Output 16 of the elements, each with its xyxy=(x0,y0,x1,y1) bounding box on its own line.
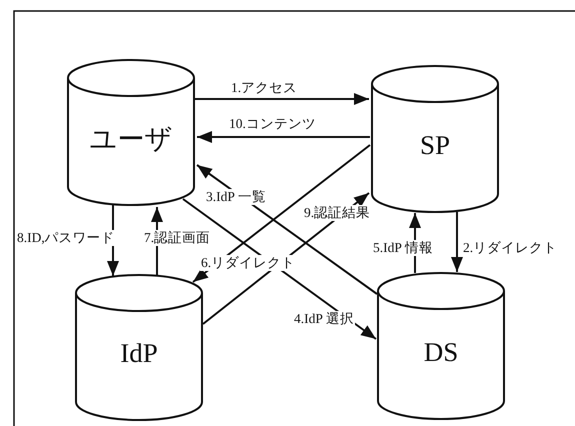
edge-label: 9.認証結果 xyxy=(303,205,372,221)
arrow xyxy=(196,164,378,295)
arrow xyxy=(192,144,371,283)
edge-label: 4.IdP 選択 xyxy=(293,311,355,327)
arrow xyxy=(197,131,370,143)
edge-label: 8.ID,パスワード xyxy=(16,230,116,246)
database-cylinder: SP xyxy=(371,66,499,212)
edge-label: 3.IdP 一覧 xyxy=(205,189,267,205)
arrow xyxy=(194,93,369,105)
arrow xyxy=(451,212,463,272)
edge-label: 7.認証画面 xyxy=(143,230,212,246)
database-cylinder: ユーザ xyxy=(67,60,195,205)
edge-label: 5.IdP 情報 xyxy=(372,240,434,256)
database-cylinder: DS xyxy=(377,273,505,419)
edge-label: 10.コンテンツ xyxy=(228,116,317,132)
database-cylinder: IdP xyxy=(75,275,203,420)
